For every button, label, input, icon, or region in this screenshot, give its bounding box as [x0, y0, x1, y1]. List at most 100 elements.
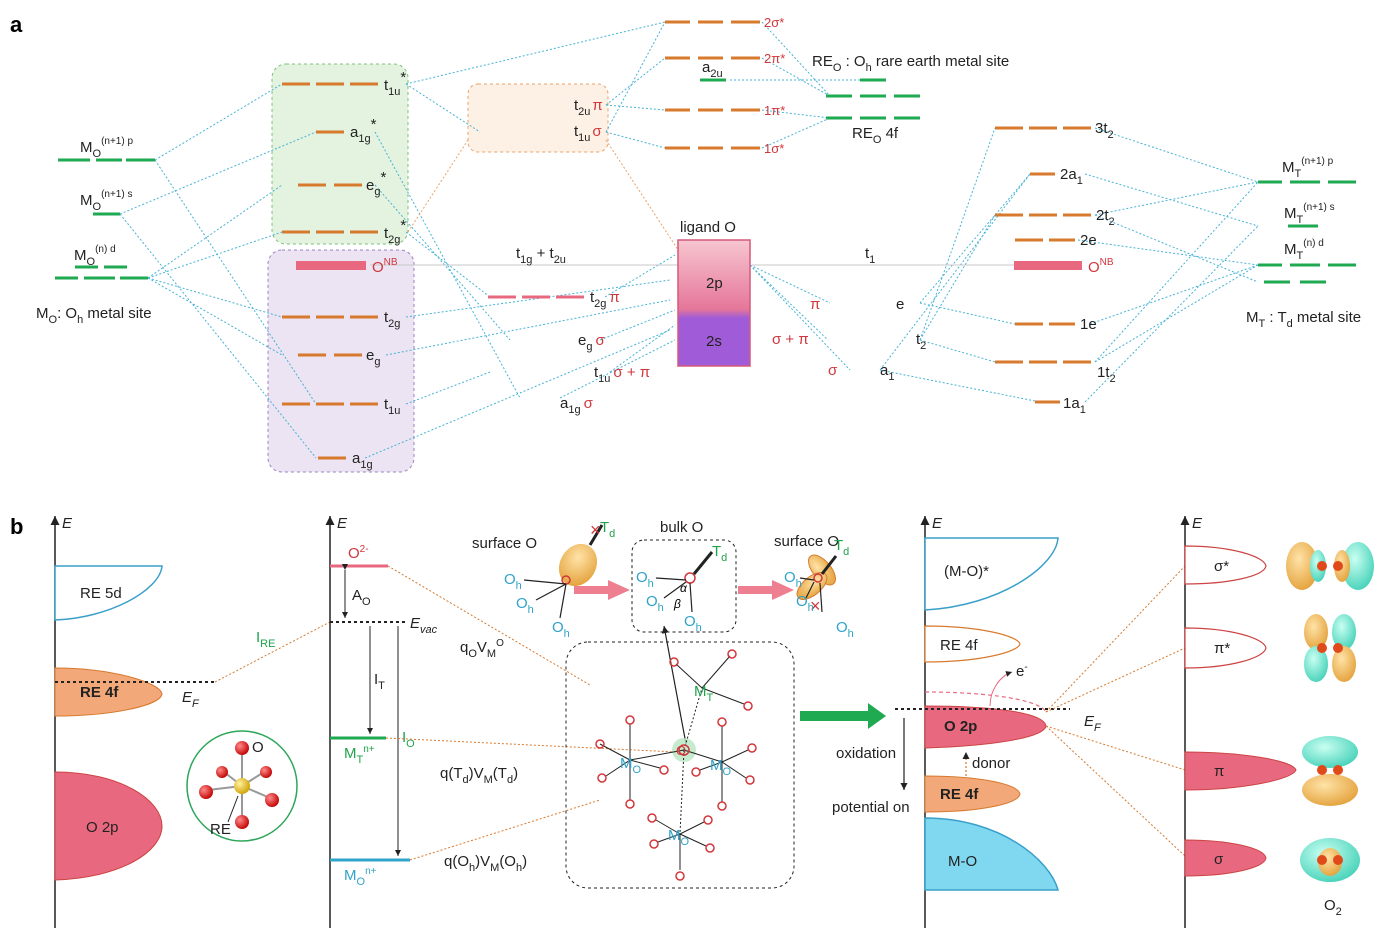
- oh-antibonding-box: [271, 63, 409, 245]
- re4f-band: [54, 667, 163, 717]
- re-4f-levels: [826, 78, 920, 120]
- td-t1-label: t1: [865, 245, 875, 266]
- oh-t2g-star-label: t2g*: [384, 217, 406, 246]
- mo-atomic-levels: [55, 158, 155, 280]
- re-atom: [234, 778, 250, 794]
- pi-star-band: [1184, 627, 1267, 669]
- salc-upper-levels: [474, 103, 570, 134]
- io-label: IO: [402, 729, 415, 750]
- lattice-o-atoms: [595, 649, 757, 881]
- it-label: IT: [374, 671, 385, 692]
- axis-5-e: E: [1192, 515, 1203, 532]
- arrow-to-surface-left: [574, 580, 630, 600]
- td-3t2-label: 3t2: [1095, 120, 1114, 141]
- td-label-right: Td: [834, 537, 849, 558]
- o2-levels: [665, 20, 760, 150]
- o-atom: [235, 815, 249, 829]
- oh-eg-label: eg: [366, 347, 380, 368]
- mt-ns-label: MT(n+1) s: [1284, 202, 1335, 226]
- ligand-o-title: ligand O: [680, 219, 736, 236]
- surface-o-left-label: surface O: [472, 535, 537, 552]
- o2p-label-right: O 2p: [944, 718, 977, 735]
- td-bond-right: [820, 555, 838, 575]
- surface-o-right-bonds: [799, 577, 823, 613]
- o-atom: [260, 766, 272, 778]
- pi-star-orbital: [1304, 614, 1356, 682]
- pi-orbital: [1302, 736, 1358, 806]
- lattice-o-label: O: [676, 743, 686, 758]
- re4f-upper-label: RE 4f: [940, 637, 978, 654]
- lattice-box: [565, 641, 795, 889]
- axis-1-e: E: [62, 515, 73, 532]
- panel-a-letter: a: [10, 12, 23, 37]
- salc-link-lines: [407, 139, 691, 269]
- surface-o-left-orbital: [558, 543, 598, 587]
- mt-site-label: MT : Td metal site: [1246, 309, 1361, 330]
- o-atom: [235, 741, 249, 755]
- bulk-o-box: [631, 539, 737, 633]
- surface-o-right-atom: [813, 573, 823, 583]
- axis-4-e: E: [932, 515, 943, 532]
- lattice-mo-bottom-label: MO: [668, 827, 690, 848]
- sigma-star-label: σ*: [1214, 558, 1229, 575]
- oh-a1g-star-label: a1g*: [350, 116, 377, 145]
- o2-1pi-star-label: 1π*: [764, 103, 785, 118]
- re-4f-label: REO 4f: [852, 125, 899, 146]
- electron-label: e-: [1016, 662, 1028, 680]
- beta-label: β: [673, 597, 681, 611]
- mt-np-label: MT(n+1) p: [1282, 156, 1334, 180]
- electron-arrow: [989, 671, 1013, 707]
- ligand-2p-label: 2p: [706, 275, 723, 292]
- oh-eg-star-label: eg*: [366, 169, 386, 198]
- madelung-links: [385, 565, 677, 861]
- mo-nd-label: MO(n) d: [74, 244, 116, 268]
- mo-ns-label: MO(n+1) s: [80, 189, 132, 213]
- oh-t2g-label: t2g: [384, 309, 400, 330]
- td-1e-label: 1e: [1080, 316, 1097, 333]
- arrow-to-surface-right: [738, 580, 794, 600]
- td-a1-tag: σ: [828, 362, 838, 379]
- td-1t2-label: 1t2: [1097, 364, 1116, 385]
- qo-vm-label: qOVMO: [460, 638, 504, 660]
- td-e-label: e: [896, 296, 904, 313]
- bulk-td-bond: [692, 551, 714, 575]
- td-bond-left: [588, 524, 604, 546]
- salc-mixed-levels: [490, 338, 586, 400]
- oh-bonding-box: [267, 249, 415, 473]
- td-onb-level: [1014, 261, 1082, 270]
- mo-band-label: M-O: [948, 853, 977, 870]
- mo-star-label: (M-O)*: [944, 563, 989, 580]
- ligand-o-bar: [677, 239, 751, 367]
- re4f-lower-label: RE 4f: [940, 786, 979, 803]
- ligand-2s-label: 2s: [706, 333, 722, 350]
- o2-2pi-star-label: 2π*: [764, 51, 785, 66]
- oh-onb-label: ONB: [372, 257, 398, 276]
- o2p-top-dashed: [924, 691, 1047, 713]
- o-atom: [265, 793, 279, 807]
- lattice-mo-right-label: MO: [710, 757, 732, 778]
- td-e-tag: π: [810, 296, 820, 313]
- td-mo-levels: [995, 126, 1091, 404]
- transition-arrow: [800, 703, 886, 729]
- cluster-re-label: RE: [210, 821, 231, 838]
- salc-box: [467, 83, 609, 153]
- o2p-label-left: O 2p: [86, 819, 119, 836]
- bulk-td-label: Td: [712, 543, 727, 564]
- o-atom: [216, 766, 228, 778]
- qtd-vm-label: q(Td)VM(Td): [440, 765, 518, 786]
- re5d-label: RE 5d: [80, 585, 122, 602]
- td-t2-label: t2: [916, 331, 926, 352]
- re4f-label: RE 4f: [80, 684, 119, 701]
- td-onb-label: ONB: [1088, 257, 1114, 276]
- qoh-vm-label: q(Oh)VM(Oh): [444, 853, 527, 874]
- td-salc-levels: [818, 301, 914, 372]
- bulk-o-label: bulk O: [660, 519, 703, 536]
- oh-mo-levels: [282, 82, 378, 460]
- o2-2sigma-star-label: 2σ*: [764, 15, 784, 30]
- td-2a1-label: 2a1: [1060, 166, 1083, 187]
- td-a1-label: a1: [880, 362, 894, 383]
- alpha-label: α: [680, 581, 688, 595]
